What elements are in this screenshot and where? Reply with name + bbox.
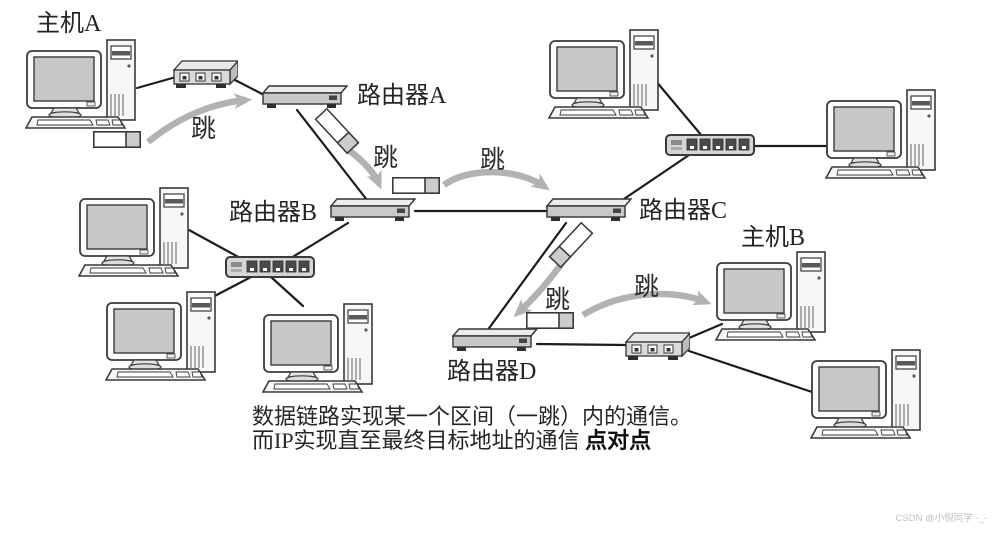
packet-icon-3 xyxy=(392,177,440,194)
wire-routerc-routerd xyxy=(485,221,568,333)
device-labels: 主机A 路由器A 路由器B 路由器C 路由器D 主机B xyxy=(36,10,805,385)
switch-b-icon xyxy=(225,256,315,278)
packet-icon-4 xyxy=(548,221,594,269)
hop-label-3: 跳 xyxy=(480,146,505,174)
wire-switch-pc1 xyxy=(187,228,244,261)
router-c-label: 路由器C xyxy=(639,197,727,224)
host-a-computer-icon xyxy=(25,39,136,129)
packet-icon-2 xyxy=(314,107,360,155)
hop-label-2: 跳 xyxy=(373,144,398,172)
router-a-icon xyxy=(262,85,348,109)
lan-b-computer2-icon xyxy=(105,291,216,381)
hop-label-5: 跳 xyxy=(634,273,659,301)
caption-line2-emphasis: 点对点 xyxy=(585,428,651,453)
caption-line2-text: 而IP实现直至最终目标地址的通信 xyxy=(252,428,585,453)
host-a-label: 主机A xyxy=(36,10,102,37)
network-wires xyxy=(135,75,835,394)
hop-label-1: 跳 xyxy=(191,115,216,143)
router-d-icon xyxy=(452,328,538,352)
wire-hub2-pc xyxy=(687,349,814,394)
lan-b-computer3-icon xyxy=(262,303,373,393)
wire-switch-pc3 xyxy=(269,275,305,308)
caption-line2: 而IP实现直至最终目标地址的通信 点对点 xyxy=(252,428,651,453)
hop-arrow-3 xyxy=(442,168,550,191)
host-b-computer-icon xyxy=(715,251,826,341)
csdn-watermark: CSDN @小倪同学 -_- xyxy=(896,512,987,524)
hop-arrow-5 xyxy=(581,290,712,318)
wire-switch2-routerc xyxy=(619,153,691,203)
lan-b-computer1-icon xyxy=(78,187,189,277)
lan-c-computer2-icon xyxy=(825,89,936,179)
packet-icon-1 xyxy=(93,131,141,148)
caption-line1: 数据链路实现某一个区间（一跳）内的通信。 xyxy=(252,404,692,429)
router-b-label: 路由器B xyxy=(229,199,317,226)
packet-icon-5 xyxy=(526,312,574,329)
switch-c-icon xyxy=(665,134,755,156)
router-a-label: 路由器A xyxy=(357,82,447,109)
lan-d-computer-icon xyxy=(810,349,921,439)
router-d-label: 路由器D xyxy=(447,358,536,385)
hop-label-4: 跳 xyxy=(545,286,570,314)
wire-pc-switch2 xyxy=(653,78,704,138)
wire-routerd-hub2 xyxy=(535,342,627,347)
hop-labels: 跳 跳 跳 跳 跳 xyxy=(191,115,659,314)
wire-routerb-switch xyxy=(289,221,350,260)
wire-hub2-hostb xyxy=(687,322,724,340)
caption: 数据链路实现某一个区间（一跳）内的通信。 而IP实现直至最终目标地址的通信 点对… xyxy=(252,404,692,453)
lan-c-computer1-icon xyxy=(548,29,659,119)
wire-routera-routerb xyxy=(295,108,369,202)
hop-arrow-2 xyxy=(348,148,382,190)
wire-hosta-hub xyxy=(135,75,178,90)
router-c-icon xyxy=(546,198,632,222)
host-b-label: 主机B xyxy=(741,224,805,251)
hop-arrow-1 xyxy=(145,93,252,145)
hub-d-icon xyxy=(625,332,690,361)
hub-a-icon xyxy=(173,60,238,89)
router-b-icon xyxy=(330,198,416,222)
